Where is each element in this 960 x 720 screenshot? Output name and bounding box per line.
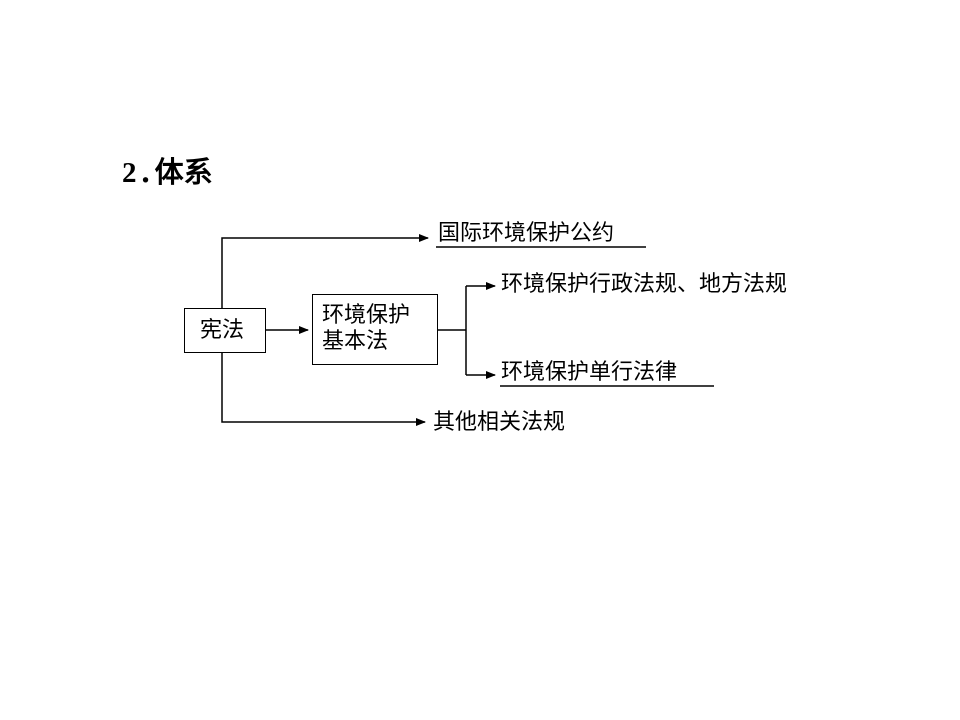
section-heading: 2.体系 — [122, 152, 213, 193]
basic-law-box — [312, 294, 438, 365]
connector-to-other — [221, 353, 426, 426]
basic-law-label-line2: 基本法 — [322, 329, 389, 354]
constitution-box — [184, 308, 266, 353]
admin-local-regulations-label: 环境保护行政法规、地方法规 — [501, 272, 788, 297]
constitution-label: 宪法 — [200, 318, 245, 343]
section-separator: . — [140, 155, 151, 189]
section-title: 体系 — [154, 155, 213, 189]
other-related-regulations-label: 其他相关法规 — [433, 410, 566, 435]
single-laws-label: 环境保护单行法律 — [501, 360, 678, 385]
basic-law-label-line1: 环境保护 — [322, 303, 411, 328]
connector-to-international — [221, 234, 429, 308]
section-number: 2 — [122, 157, 137, 189]
international-conventions-label: 国际环境保护公约 — [438, 221, 615, 246]
